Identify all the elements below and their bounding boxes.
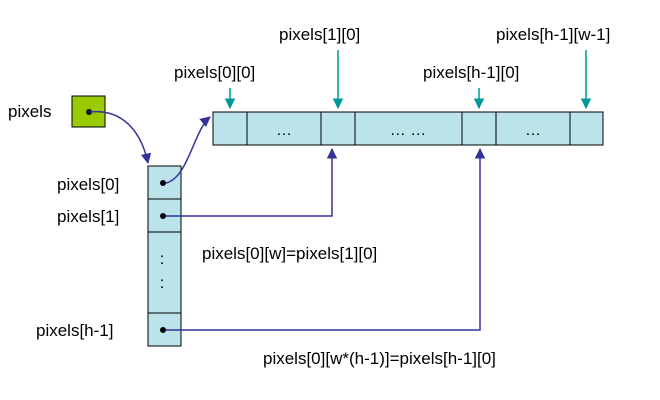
data-cell-row1-start xyxy=(320,111,356,146)
row-label-last: pixels[h-1] xyxy=(36,321,113,340)
equation-row1: pixels[0][w]=pixels[1][0] xyxy=(202,244,377,263)
data-cell-ellipsis-1 xyxy=(246,111,322,146)
label-p00: pixels[0][0] xyxy=(174,63,255,82)
data-cell-ellipsis-2 xyxy=(354,111,463,146)
ellipsis-text-2: … … xyxy=(390,122,426,139)
data-cell-ellipsis-3 xyxy=(495,111,571,146)
row-pointer-cell-gap xyxy=(147,231,182,314)
row-pointer-dot-last xyxy=(160,327,166,333)
row-pointer-column: : : xyxy=(147,165,182,347)
data-cell-0 xyxy=(212,111,248,146)
ellipsis-text-3: … xyxy=(525,122,541,139)
connector-pixels-to-column xyxy=(88,110,152,165)
pixels-label: pixels xyxy=(8,102,51,121)
row-pointer-dot-0 xyxy=(160,180,166,186)
connector-row0-to-data xyxy=(165,116,211,184)
connector-row1-to-data xyxy=(166,147,338,217)
connector-lastrow-to-data xyxy=(166,147,486,331)
data-cell-last xyxy=(569,111,604,146)
vertical-dots-1: : xyxy=(160,251,164,268)
vertical-dots-2: : xyxy=(160,275,164,292)
label-p10: pixels[1][0] xyxy=(279,25,360,44)
data-cell-lastrow-start xyxy=(461,111,497,146)
row-label-0: pixels[0] xyxy=(57,175,119,194)
row-pointer-dot-1 xyxy=(160,213,166,219)
equation-lastrow: pixels[0][w*(h-1)]=pixels[h-1][0] xyxy=(263,349,496,368)
pixel-data-row: … … … … xyxy=(212,111,604,146)
label-ph10: pixels[h-1][0] xyxy=(423,63,519,82)
ellipsis-text-1: … xyxy=(276,122,292,139)
row-label-1: pixels[1] xyxy=(57,207,119,226)
label-ph1w1: pixels[h-1][w-1] xyxy=(496,25,610,44)
